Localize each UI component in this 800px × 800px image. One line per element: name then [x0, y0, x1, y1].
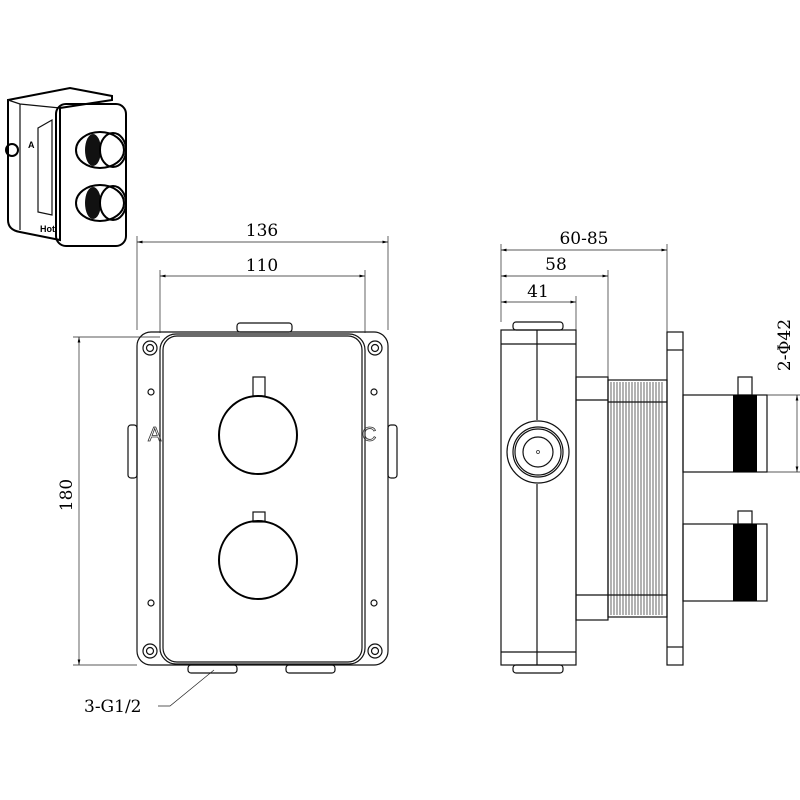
iso-cover	[55, 103, 127, 247]
bottom-port-right	[285, 664, 336, 674]
front-view: A C 136 110 180 3-G1/2	[57, 221, 398, 717]
iso-label-hot: Hot	[40, 224, 55, 234]
front-housing	[136, 331, 389, 666]
dimension-knob-diameter: 2-Φ42	[767, 319, 800, 473]
label-c: C	[362, 424, 376, 446]
collar	[575, 376, 609, 621]
dimension-136: 136	[136, 221, 389, 330]
port-callout: 3-G1/2	[84, 669, 215, 717]
svg-text:41: 41	[527, 282, 549, 302]
label-a: A	[148, 424, 162, 446]
side-housing	[500, 329, 577, 666]
iso-knob-bottom	[75, 184, 127, 222]
mounting-holes	[142, 340, 383, 659]
iso-knob-top	[75, 131, 127, 169]
svg-text:180: 180	[57, 479, 77, 511]
side-inlet-port	[506, 420, 570, 484]
svg-text:2-Φ42: 2-Φ42	[775, 319, 795, 371]
thread-lines	[610, 382, 663, 615]
side-view: 60-85 58 41 2-Φ42	[500, 229, 800, 674]
front-knob-bottom	[218, 511, 298, 600]
dimension-58: 58	[501, 255, 609, 377]
bottom-port-left	[187, 664, 238, 674]
dimension-60-85: 60-85	[500, 229, 668, 332]
isometric-view: A Hot	[5, 86, 127, 247]
side-knob-bottom	[682, 510, 768, 602]
side-port-right	[387, 424, 398, 479]
svg-text:3-G1/2: 3-G1/2	[84, 697, 142, 717]
svg-text:60-85: 60-85	[559, 229, 608, 249]
svg-text:58: 58	[545, 255, 567, 275]
dimension-41: 41	[501, 282, 577, 330]
svg-text:136: 136	[246, 221, 278, 241]
side-knob-top	[682, 376, 768, 473]
svg-text:110: 110	[246, 256, 278, 276]
dimension-180: 180	[57, 336, 160, 666]
top-port	[236, 322, 293, 333]
front-knob-top	[218, 376, 298, 475]
mounting-plate	[666, 331, 684, 666]
side-port-left	[127, 424, 138, 479]
dimension-110: 110	[159, 256, 366, 333]
iso-label-a: A	[28, 140, 35, 150]
front-cover-plate	[159, 333, 366, 665]
